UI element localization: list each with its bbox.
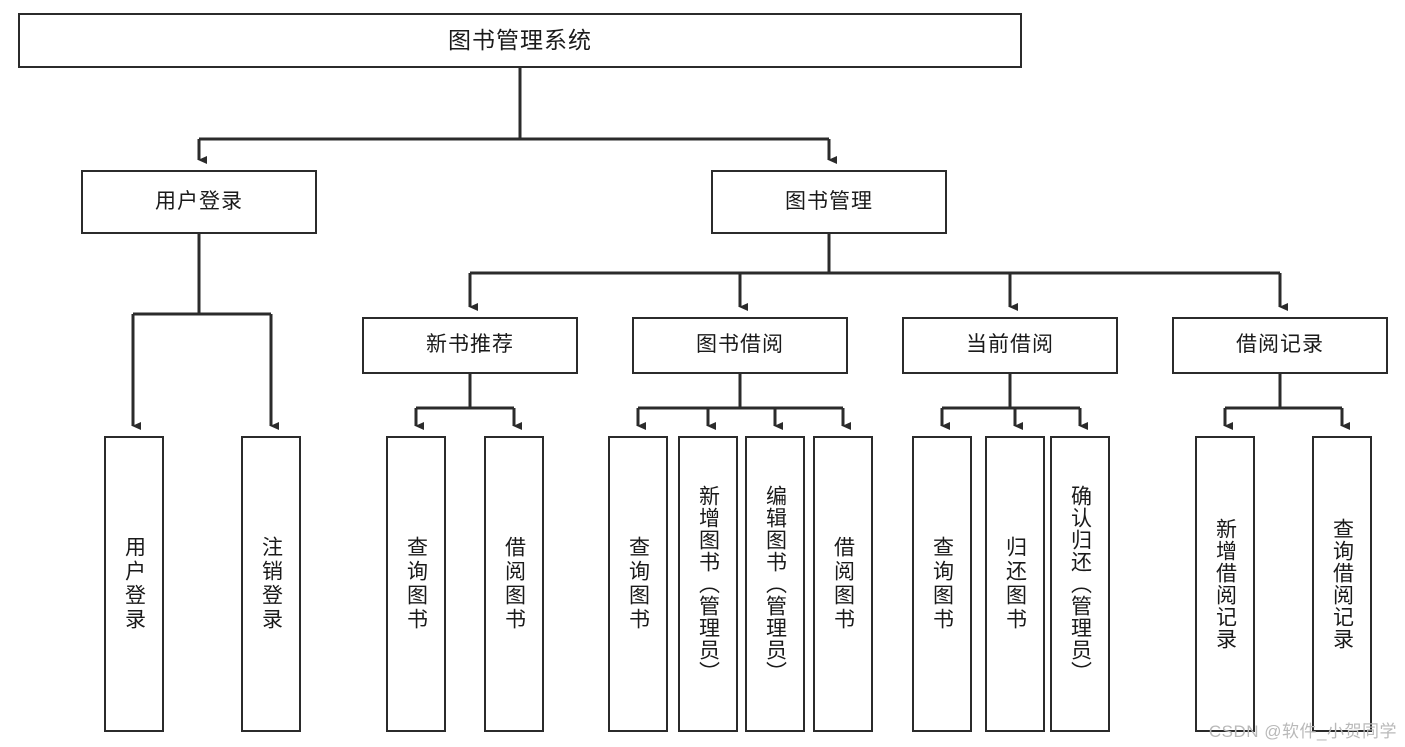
node-label: 新书推荐	[426, 333, 514, 357]
node-label: 新增借阅记录	[1213, 518, 1237, 650]
node-leaf-add-borrow-record[interactable]: 新增借阅记录	[1195, 436, 1255, 732]
node-label: 新增图书（管理员）	[696, 485, 720, 683]
node-leaf-query-book-current[interactable]: 查询图书	[912, 436, 972, 732]
node-label: 查询借阅记录	[1330, 518, 1354, 650]
node-label: 归还图书	[1003, 536, 1027, 632]
node-leaf-borrow-book-new[interactable]: 借阅图书	[484, 436, 544, 732]
node-label: 当前借阅	[966, 333, 1054, 357]
node-book-borrow[interactable]: 图书借阅	[632, 317, 848, 374]
watermark: CSDN @软件_小贺同学	[1208, 722, 1397, 741]
node-leaf-user-login[interactable]: 用户登录	[104, 436, 164, 732]
node-book-management[interactable]: 图书管理	[711, 170, 947, 234]
node-label: 确认归还（管理员）	[1068, 485, 1092, 683]
node-leaf-query-book-borrow[interactable]: 查询图书	[608, 436, 668, 732]
node-leaf-logout[interactable]: 注销登录	[241, 436, 301, 732]
node-label: 查询图书	[626, 536, 650, 632]
node-leaf-add-book-admin[interactable]: 新增图书（管理员）	[678, 436, 738, 732]
node-user-login[interactable]: 用户登录	[81, 170, 317, 234]
node-label: 查询图书	[930, 536, 954, 632]
node-label: 图书借阅	[696, 333, 784, 357]
node-label: 查询图书	[404, 536, 428, 632]
node-label: 用户登录	[122, 536, 146, 632]
node-label: 编辑图书（管理员）	[763, 485, 787, 683]
node-leaf-confirm-return-admin[interactable]: 确认归还（管理员）	[1050, 436, 1110, 732]
node-label: 借阅记录	[1236, 333, 1324, 357]
node-root-system[interactable]: 图书管理系统	[18, 13, 1022, 68]
node-label: 图书管理系统	[448, 26, 592, 53]
node-leaf-lend-book[interactable]: 借阅图书	[813, 436, 873, 732]
node-borrow-record[interactable]: 借阅记录	[1172, 317, 1388, 374]
node-leaf-return-book[interactable]: 归还图书	[985, 436, 1045, 732]
node-new-book-recommend[interactable]: 新书推荐	[362, 317, 578, 374]
node-leaf-query-book-new[interactable]: 查询图书	[386, 436, 446, 732]
node-label: 注销登录	[259, 536, 283, 632]
node-label: 图书管理	[785, 189, 873, 213]
node-current-borrow[interactable]: 当前借阅	[902, 317, 1118, 374]
node-label: 借阅图书	[502, 536, 526, 632]
node-leaf-query-borrow-record[interactable]: 查询借阅记录	[1312, 436, 1372, 732]
node-label: 借阅图书	[831, 536, 855, 632]
node-leaf-edit-book-admin[interactable]: 编辑图书（管理员）	[745, 436, 805, 732]
node-label: 用户登录	[155, 189, 243, 213]
